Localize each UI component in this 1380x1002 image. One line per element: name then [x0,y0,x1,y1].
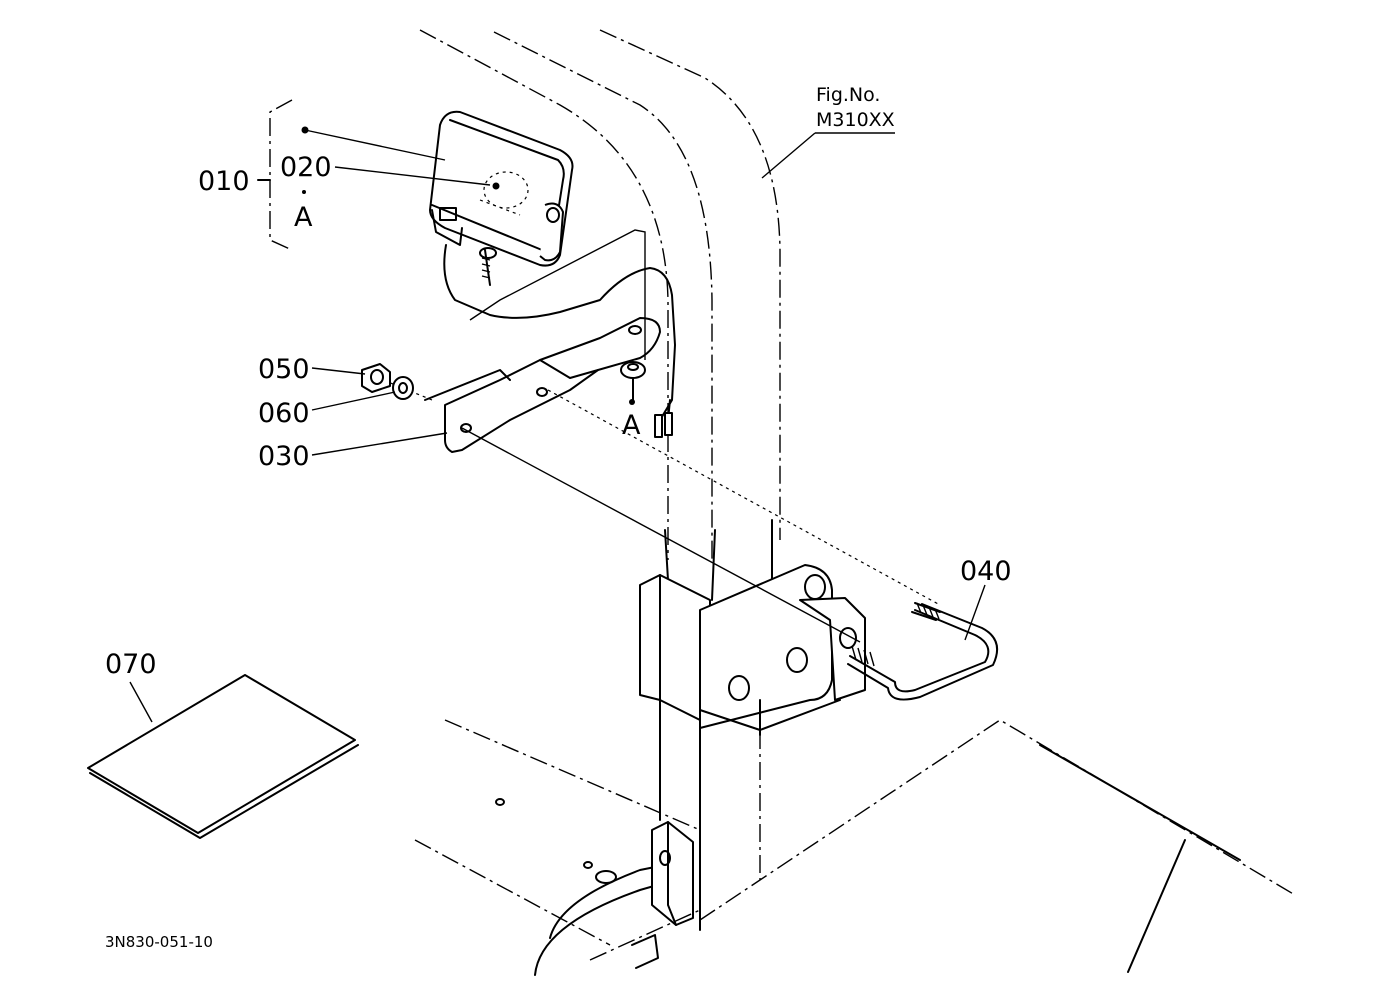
part-020-label: 020 [280,152,332,183]
labels: Fig.No. M310XX 010 020 A 050 060 030 A 0… [105,84,1012,951]
part-010-label: 010 [198,166,250,197]
fig-no-value: M310XX [816,109,895,131]
part-070-label: 070 [105,649,157,680]
lower-structure [414,719,1296,976]
nut-and-washer [361,363,414,400]
light-bracket [424,317,661,453]
part-030-label: 030 [258,441,310,472]
work-light [429,110,574,286]
part-040-label: 040 [960,556,1012,587]
leader-lines [129,99,986,723]
part-050-label: 050 [258,354,310,385]
marker-a-lower: A [622,410,641,441]
u-bolt [847,602,999,701]
rops-frame [419,29,781,931]
drawing-code: 3N830-051-10 [105,933,213,951]
part-060-label: 060 [258,398,310,429]
manual-booklet [87,674,359,839]
wire-harness [443,244,676,438]
fig-no-label: Fig.No. [816,84,880,106]
pillar-clamp-plate [639,564,866,736]
marker-a-upper: A [294,202,313,233]
